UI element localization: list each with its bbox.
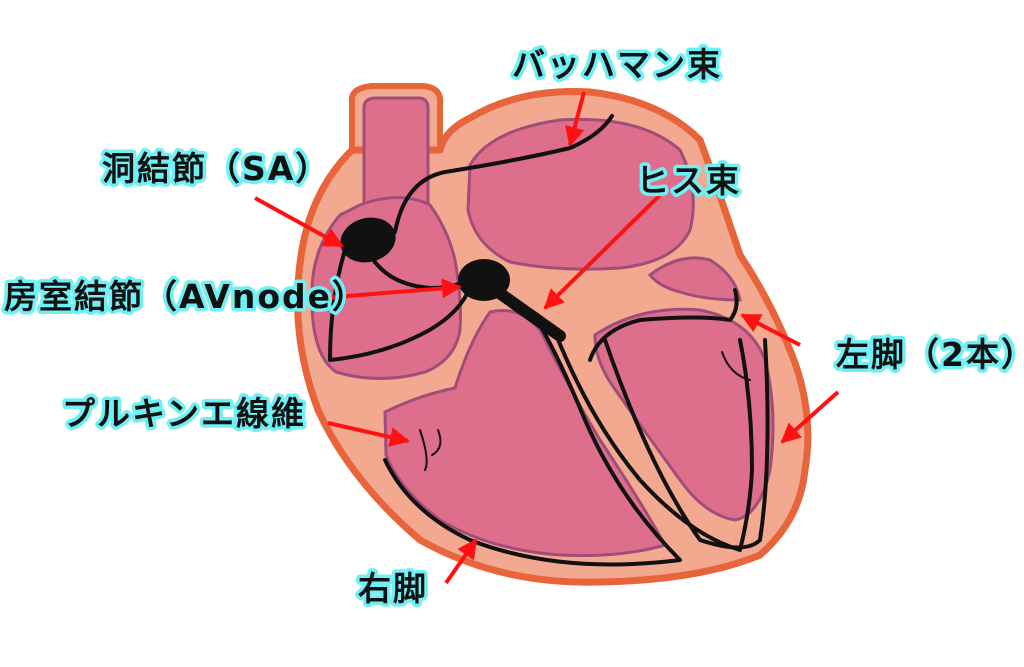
arrow-left-bundle-1 (740, 313, 801, 347)
arrow-av-node (321, 278, 462, 300)
label-his-bundle: ヒス束 (636, 161, 741, 200)
label-right-bundle: 右脚 (358, 569, 428, 608)
left-ventricle (593, 307, 775, 522)
purkinje-fibers-right (419, 429, 442, 471)
bachmann-bundle-path (393, 114, 614, 234)
pointer-arrows (254, 91, 840, 585)
arrow-sa-node (254, 196, 344, 248)
av-node (458, 259, 510, 301)
arrow-his (543, 193, 662, 310)
arrow-purkinje (327, 421, 410, 447)
aorta-lumen (362, 96, 430, 217)
label-purkinje: プルキンエ線維 (62, 394, 306, 433)
arrow-bachmann (564, 91, 586, 147)
labels: バッハマン束 洞結節（SA） ヒス束 房室結節（AVnode） 左脚（2本） プ… (1, 42, 1024, 612)
right-bundle-path (383, 323, 682, 567)
purkinje-fibers-left (721, 351, 751, 381)
label-bachmann: バッハマン束 (512, 45, 722, 84)
right-ventricle (383, 309, 668, 558)
label-left-bundle: 左脚（2本） (836, 335, 1024, 374)
sa-node (340, 217, 396, 263)
label-av-node: 房室結節（AVnode） (4, 277, 367, 316)
left-auricle (647, 256, 742, 302)
his-bundle-path (492, 286, 566, 342)
label-sa-node: 洞結節（SA） (102, 149, 330, 188)
arrow-left-bundle-2 (780, 390, 840, 444)
left-bundle-path-3 (603, 338, 770, 550)
left-bundle-path-2 (588, 288, 739, 362)
arrow-right-bundle (444, 538, 478, 585)
